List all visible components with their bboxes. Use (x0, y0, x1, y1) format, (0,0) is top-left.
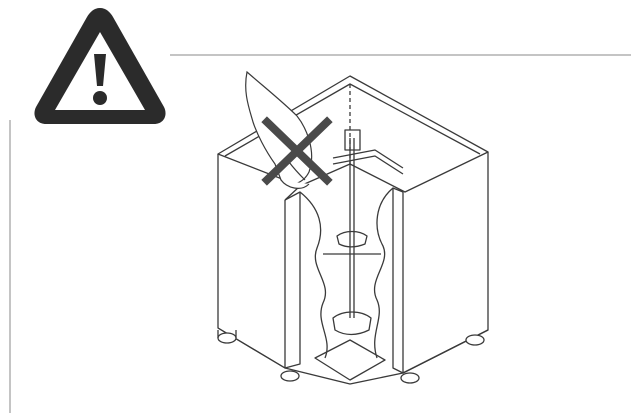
cabinet-illustration (205, 68, 495, 388)
prohibited-cross-icon (261, 116, 333, 186)
corner-cabinet-drawing (217, 70, 489, 385)
warning-icon (30, 2, 170, 128)
